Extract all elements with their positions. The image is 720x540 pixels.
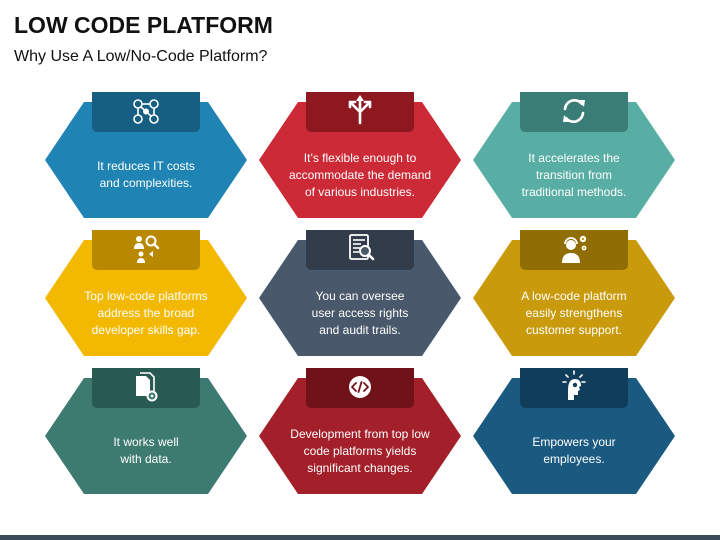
card-text: Development from top low code platforms … [290, 426, 430, 475]
split-arrows-icon [348, 95, 372, 125]
code-icon [349, 376, 371, 398]
card-shape [473, 230, 675, 356]
card-text: A low-code platform easily strengthens c… [521, 288, 627, 337]
idea-person-icon [562, 370, 586, 400]
card-text: It’s flexible enough to accommodate the … [288, 150, 432, 199]
audit-document-icon [349, 234, 375, 261]
card-works-with-data: It works well with data. [40, 368, 252, 498]
card-development: Development from top low code platforms … [254, 368, 466, 498]
page-subtitle: Why Use A Low/No-Code Platform? [14, 48, 268, 65]
footer-bar [0, 535, 720, 540]
card-empowers: Empowers your employees. [468, 368, 680, 498]
card-text: It accelerates the transition from tradi… [521, 150, 627, 199]
card-text: It reduces IT costs and complexities. [97, 159, 195, 190]
developer-search-icon [134, 235, 160, 263]
refresh-icon [563, 99, 585, 123]
card-shape [45, 230, 247, 356]
card-text: Top low-code platforms address the broad… [84, 288, 208, 337]
customer-support-icon [562, 235, 587, 263]
card-text: It works well with data. [113, 435, 179, 466]
card-shape [259, 368, 461, 494]
card-text: You can oversee user access rights and a… [311, 288, 409, 337]
card-skills-gap: Top low-code platforms address the broad… [40, 230, 252, 360]
card-customer-support: A low-code platform easily strengthens c… [468, 230, 680, 360]
data-files-icon [136, 372, 158, 402]
card-text: Empowers your employees. [532, 435, 616, 466]
network-people-icon [133, 99, 159, 124]
card-shape [473, 92, 675, 218]
card-accelerates: It accelerates the transition from tradi… [468, 92, 680, 222]
card-reduce-costs: It reduces IT costs and complexities. [40, 92, 252, 222]
page-title: LOW CODE PLATFORM [14, 12, 273, 38]
card-flexible: It’s flexible enough to accommodate the … [254, 92, 466, 222]
card-access-rights: You can oversee user access rights and a… [254, 230, 466, 360]
